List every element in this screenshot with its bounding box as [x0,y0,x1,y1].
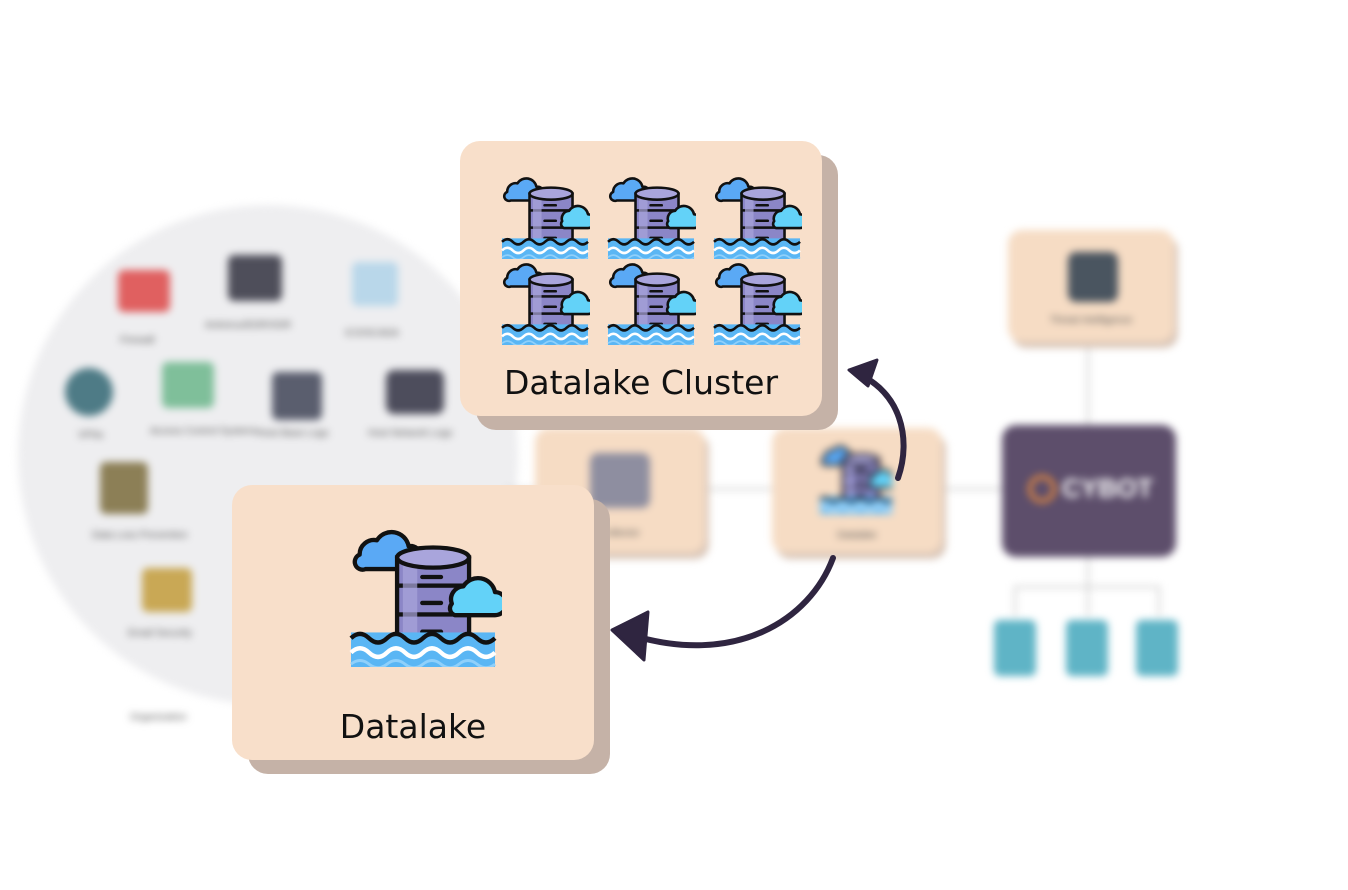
org-item-label: Host Network Logs [368,428,453,439]
cluster-title: Datalake Cluster [503,363,779,402]
connector-line [1087,345,1089,430]
analyst-icon [994,620,1036,676]
datalake-icon [712,173,802,259]
firewall-icon [118,270,170,312]
scada-icon [352,262,398,306]
org-item-label: Data Loss Prevention [92,530,188,541]
access-control-icon [162,362,214,408]
connector-line [1087,556,1089,586]
datalake-card: Datalake [232,485,594,760]
org-item-label: Host Base Logs [258,428,329,439]
datalake-icon [344,523,502,667]
threat-intelligence-box: Threat Intelligence [1008,230,1174,342]
vpn-icon [65,368,113,416]
org-item-label: VPNs [78,430,104,441]
connector-line [1014,586,1016,616]
network-logs-icon [386,370,444,414]
email-security-icon [142,568,192,612]
host-logs-icon [272,372,322,420]
org-item-label: ICS/SCADA [345,328,399,339]
datalake-icon [712,259,802,345]
org-label: Organization [130,712,187,723]
datalake-icon [500,173,590,259]
cybot-box: CYBOT [1002,425,1176,557]
datalake-icon [500,259,590,345]
datalake-icon [820,442,892,514]
org-item-label: Email Security [128,628,192,639]
antivirus-icon [228,255,282,301]
datalake-box: Datalake [772,428,942,553]
connector-line [1087,586,1089,616]
org-item-label: Access Control Systems [150,426,259,437]
dlp-icon [100,462,148,514]
datalake-title: Datalake [339,707,487,746]
analyst-icon [1136,620,1178,676]
connector-line [1158,586,1160,616]
connector-line [505,488,1005,490]
org-item-label: Firewall [120,335,155,346]
org-item-label: Antivirus/EDR/XDR [205,320,292,331]
analyst-icon [1066,620,1108,676]
cybot-logo-icon [1028,475,1056,503]
datalake-icon [606,173,696,259]
datalake-cluster-card: Datalake Cluster [460,141,822,416]
cybot-logo-text: CYBOT [1062,473,1153,503]
datalake-icon [606,259,696,345]
